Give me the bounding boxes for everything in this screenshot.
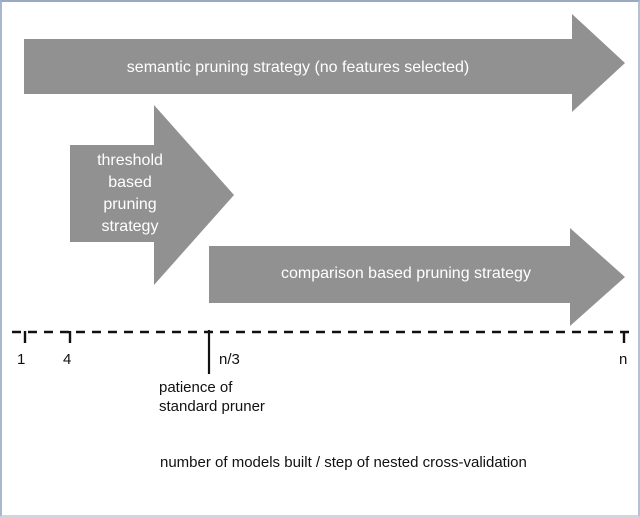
comparison-arrow-shape <box>209 228 625 326</box>
comparison-arrow-label: comparison based pruning strategy <box>281 265 531 282</box>
threshold-arrow-shape <box>70 105 234 285</box>
model-count-axis: 1 4 n/3 n <box>12 330 632 374</box>
threshold-arrow-label-line1: threshold <box>97 152 163 169</box>
threshold-arrow-label-line4: strategy <box>102 218 159 235</box>
axis-tick-label-n: n <box>619 351 627 368</box>
semantic-arrow-label: semantic pruning strategy (no features s… <box>127 59 469 76</box>
axis-tick-label-1: 1 <box>17 351 25 368</box>
axis-caption: number of models built / step of nested … <box>160 454 527 471</box>
comparison-pruning-arrow: comparison based pruning strategy <box>209 228 625 326</box>
threshold-arrow-label-line2: based <box>108 174 152 191</box>
patience-annotation-line1: patience of <box>159 379 233 396</box>
axis-tick-label-4: 4 <box>63 351 71 368</box>
axis-tick-label-n-over-3: n/3 <box>219 351 240 368</box>
patience-annotation-line2: standard pruner <box>159 398 265 415</box>
semantic-pruning-arrow: semantic pruning strategy (no features s… <box>24 14 625 112</box>
patience-annotation: patience of standard pruner <box>159 379 265 415</box>
semantic-arrow-shape <box>24 14 625 112</box>
threshold-pruning-arrow: threshold based pruning strategy <box>70 105 234 285</box>
threshold-arrow-label-line3: pruning <box>103 196 156 213</box>
